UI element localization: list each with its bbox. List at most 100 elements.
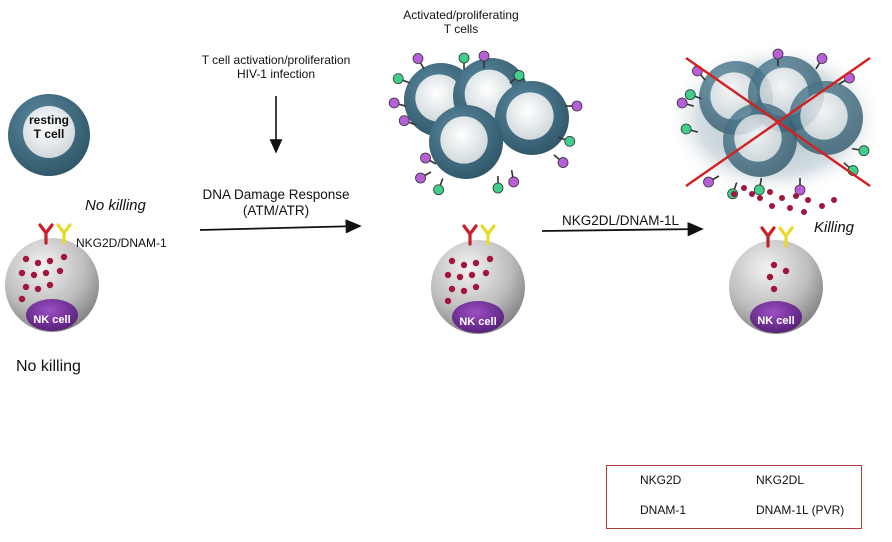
granule xyxy=(486,255,494,263)
granule xyxy=(782,267,790,275)
nkg2dl-ligand xyxy=(433,178,445,196)
released-granules xyxy=(731,185,837,215)
released-granule xyxy=(769,203,775,209)
ligand-head xyxy=(557,157,569,168)
nkg2dl-ligand xyxy=(392,73,410,85)
nk-cell-nucleus xyxy=(452,301,504,333)
ligand-head xyxy=(703,176,714,188)
nk-cell-left xyxy=(5,223,99,332)
nkg2dl-ligand xyxy=(458,52,470,70)
granule xyxy=(460,287,468,295)
ligand-head xyxy=(412,53,424,64)
activated-t-cell xyxy=(495,81,569,155)
granule xyxy=(22,283,30,291)
released-granule xyxy=(767,189,773,195)
t-cell-nucleus xyxy=(506,92,554,140)
ligand-head xyxy=(513,70,525,81)
ligand-head xyxy=(433,184,445,196)
cross-line xyxy=(685,57,871,187)
ligand-arrow xyxy=(541,221,704,237)
dnam1-receptor xyxy=(38,223,54,245)
t-cell-nucleus xyxy=(800,92,848,140)
legend-nkg2d-label: NKG2D xyxy=(640,473,682,487)
dnam1l-ligand xyxy=(398,115,416,127)
granule xyxy=(468,271,476,279)
ligand-head xyxy=(772,48,784,60)
t-cell-nucleus xyxy=(440,116,488,164)
legend-nkg2dl-label: NKG2DL xyxy=(756,473,805,487)
dying-t-cell xyxy=(723,103,797,177)
released-granule xyxy=(793,193,799,199)
granule xyxy=(472,259,480,267)
released-granule xyxy=(787,205,793,211)
ligand-head xyxy=(415,172,426,184)
nkg2dl-ligand xyxy=(753,177,765,196)
nk-cell-label-left: NK cell xyxy=(33,314,71,326)
receptor-shape xyxy=(462,224,478,246)
granule xyxy=(34,259,42,267)
ligand-head xyxy=(458,52,470,64)
nk-cell-right xyxy=(729,226,823,334)
ligand-head xyxy=(492,182,504,194)
granule xyxy=(472,283,480,291)
released-granule xyxy=(805,197,811,203)
granule xyxy=(766,273,774,281)
nkg2dl-ligand xyxy=(851,145,870,157)
dnam1l-ligand xyxy=(553,154,569,168)
ligand-head xyxy=(508,176,520,188)
dnam1l-ligand xyxy=(478,50,490,68)
ligand-head xyxy=(388,97,400,109)
ligand-head xyxy=(858,145,870,157)
granule xyxy=(18,269,26,277)
granule xyxy=(770,285,778,293)
granule xyxy=(460,261,468,269)
granule xyxy=(456,273,464,281)
nkg2dl-ligand xyxy=(684,89,702,101)
granule xyxy=(60,253,68,261)
granule xyxy=(444,271,452,279)
ligand-head xyxy=(478,50,490,62)
granule xyxy=(42,269,50,277)
receptor-shape xyxy=(56,223,72,245)
ligand-head xyxy=(564,135,576,147)
granule xyxy=(18,295,26,303)
dnam1l-ligand xyxy=(815,53,828,70)
nkg2dl-ligand xyxy=(680,123,698,135)
dnam1l-ligand xyxy=(508,169,520,188)
nkg2dl-ligand xyxy=(492,176,504,194)
ligand-head xyxy=(420,152,431,164)
no-killing-top-label: No killing xyxy=(85,197,146,214)
granule xyxy=(56,267,64,275)
released-granule xyxy=(819,203,825,209)
ddr-arrow xyxy=(199,219,362,234)
resting-t-cell-label: resting T cell xyxy=(28,113,70,141)
dnam1l-ligand xyxy=(703,175,720,188)
granule xyxy=(34,285,42,293)
receptor-shape xyxy=(480,224,496,246)
activated-t-cells-label: Activated/proliferating T cells xyxy=(403,8,519,36)
t-cell-nucleus xyxy=(734,114,782,162)
released-granule xyxy=(801,209,807,215)
granule xyxy=(444,297,452,305)
ligand-head xyxy=(753,184,765,196)
ligand-head xyxy=(680,123,692,135)
legend-dnam1l-label: DNAM-1L (PVR) xyxy=(756,503,845,517)
nkg2d-receptor xyxy=(480,224,496,246)
nk-cell-middle xyxy=(431,224,525,334)
granule xyxy=(46,257,54,265)
released-granule xyxy=(779,195,785,201)
legend-dnam1-label: DNAM-1 xyxy=(640,503,687,517)
dnam1l-ligand xyxy=(676,97,694,109)
granule xyxy=(22,255,30,263)
ligand-head xyxy=(794,184,806,196)
nkg2d-receptor xyxy=(56,223,72,245)
resting-t-cell xyxy=(8,94,90,176)
ligand-head xyxy=(816,53,828,64)
ligand-head xyxy=(684,89,696,101)
ligand-arrow-label: NKG2DL/DNAM-1L xyxy=(562,213,680,228)
no-killing-bottom-label: No killing xyxy=(16,358,81,375)
killed-t-cell-cluster xyxy=(665,42,885,200)
granule xyxy=(30,271,38,279)
activated-t-cell-cluster xyxy=(388,50,583,196)
